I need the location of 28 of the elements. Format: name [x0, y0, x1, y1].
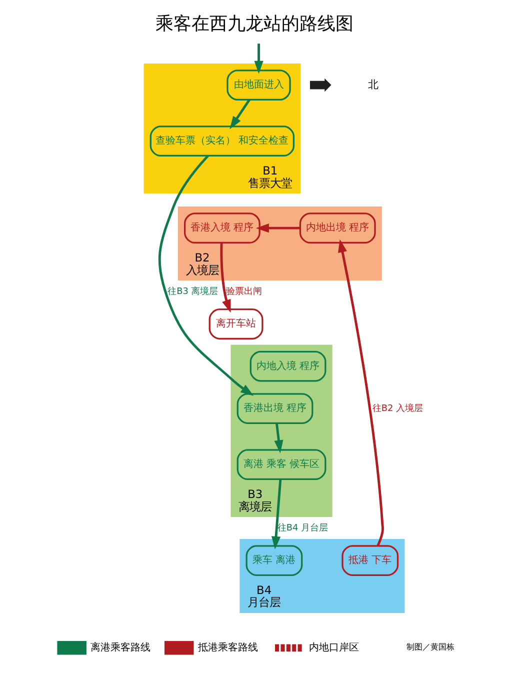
legend-label: 抵港乘客路线 — [198, 642, 258, 654]
edge-label: 验票出闸 — [226, 286, 262, 297]
label: 北 — [368, 78, 379, 91]
edge-label: 往B4 月台层 — [277, 523, 328, 534]
arrow — [271, 479, 282, 550]
arrow — [230, 99, 250, 130]
node-box: 离开车站 — [208, 308, 264, 340]
node-box: 香港入境 程序 — [184, 212, 260, 244]
arrow — [220, 242, 231, 313]
node-box: 内地入境 程序 — [250, 350, 326, 382]
arrow — [254, 44, 264, 74]
diagram-title: 乘客在西九龙站的路线图 — [156, 13, 354, 34]
edge-label: 往B2 入境层 — [372, 404, 424, 414]
node-box: 由地面进入 — [226, 70, 291, 100]
node-box: 乘车 离港 — [246, 545, 303, 576]
arrow — [274, 423, 284, 454]
legend-label: 离港乘客路线 — [90, 642, 151, 654]
arrow — [158, 155, 254, 396]
arrow — [256, 224, 300, 233]
label: 制图／黄国栋 — [406, 642, 454, 652]
arrow — [338, 239, 384, 546]
node-box: 内地出境 程序 — [299, 212, 376, 244]
node-box: 香港出境 程序 — [236, 393, 314, 424]
edge-label: 往B3 离境层 — [168, 286, 218, 297]
legend-label: 内地口岸区 — [309, 642, 360, 654]
node-box: 查验车票（实名） 和安全检查 — [150, 126, 295, 157]
node-box: 抵港 下车 — [342, 545, 399, 576]
node-box: 离港 乘客 候车区 — [236, 449, 326, 480]
